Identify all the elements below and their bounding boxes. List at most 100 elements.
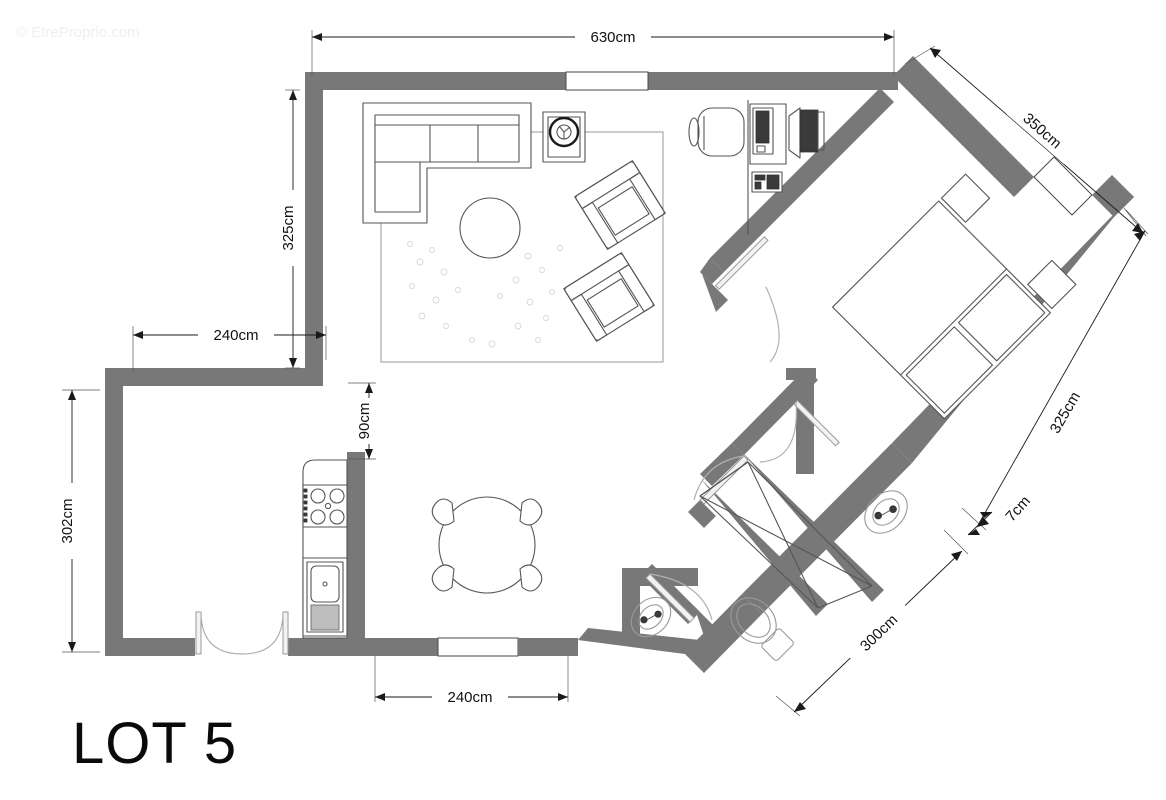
wall-south-right [518,638,578,656]
bathroom-inner-door-arc [693,455,745,501]
dimension-label-living-depth: 325cm [280,205,297,250]
wc-door-arc [649,573,713,621]
sink-frame [306,561,344,633]
wall-southeast-lower [742,443,912,614]
wc-basin-spout [646,614,657,621]
dining-chair-sw [431,564,455,592]
toilet-cistern [761,628,794,661]
armchair-upper-arm-l [581,201,619,250]
monitor-screen [799,109,819,153]
room-dining [431,496,543,594]
shower-x-1 [747,461,819,609]
armchair-upper-back [574,160,641,210]
sink-drain [322,581,328,587]
office-chair-armrest [688,117,700,147]
shower-edge-1 [699,461,749,497]
dimension-bottom-width: 240cm [374,656,569,708]
bed-pillow-left [905,326,993,414]
double-bed [832,200,1051,420]
watermark-text: © EtreProprio.com [16,24,140,41]
wall-bedroom-south [732,368,818,455]
wall-west-outer [105,368,123,656]
bathroom-door-arc [759,401,797,463]
toilet-seat [736,603,771,638]
tower-button [756,145,766,153]
armchair-upper-arm-r [629,172,666,221]
wc-basin-inner [638,604,664,630]
armchair-lower [563,252,655,342]
sink-drainboard [310,604,340,631]
monitor-stand [788,107,801,159]
wall-south-connector [578,628,700,656]
door-bathroom[interactable] [759,399,840,463]
wc-door-leaf[interactable] [645,573,695,623]
printer-tray [766,174,780,190]
monitor [788,107,825,159]
wall-east-corner [1110,193,1134,217]
armchair-upper-seat [597,186,650,236]
room-office-nook [688,100,825,235]
printer-slot [754,174,766,181]
entry-door-arc-right [241,611,284,655]
dimension-label-top-width: 630cm [590,29,635,46]
basin-inner [872,498,900,526]
bathroom-door-leaf[interactable] [793,399,840,447]
hob-burner-tr [329,488,345,504]
round-dining-table [438,496,536,594]
room-wc [630,596,794,661]
bedroom-door-arc [765,286,780,363]
wall-northeast-upper [893,56,1034,197]
dining-chair-se [519,564,543,592]
wall-kitchen-partition [347,452,365,638]
wall-southwest-stub [105,638,195,656]
room-living-room [362,102,666,363]
armchair-lower-seat [586,278,639,328]
dimension-kitchen-inset: 90cm [348,382,381,460]
door-bedroom[interactable] [714,236,780,363]
wall-north-left [305,72,566,90]
dimension-living-depth: 325cm [280,89,304,369]
armchair-upper [574,160,666,250]
basin-spout [880,509,892,516]
shower-tray [699,461,873,609]
bed-duvet-edge [900,268,1007,376]
wall-north-right [648,72,898,90]
wall-corridor-diagonal [700,443,744,486]
side-table [542,111,586,163]
printer-panel [754,181,762,190]
wash-basin-small [630,596,672,638]
sink-bowl [310,565,340,603]
dimension-se-short: 7cm [967,483,1041,536]
basin-tap-right [889,505,897,513]
area-rug-texture [407,241,563,348]
four-burner-hob [302,484,348,528]
basin-bowl [864,490,908,534]
entry-door-leaf-right[interactable] [282,611,289,655]
nightstand-right [940,173,991,223]
wc-basin-bowl [630,596,672,638]
office-chair [688,107,745,157]
table-lamp-arms [558,125,571,139]
shower-x-2 [699,495,873,587]
wash-basin [864,490,908,534]
window-bottom [437,637,519,657]
double-entry-door[interactable] [195,611,289,655]
sectional-sofa [362,102,532,224]
dimension-left-height: 302cm [59,389,100,653]
bedroom-door-leaf[interactable] [714,236,769,290]
hob-burner-tl [310,488,326,504]
wall-inner-diagonal-stub [702,274,728,312]
armchair-lower-arm-l [570,293,608,342]
wc-basin-tap-right [654,610,662,618]
hob-burner-br [329,509,345,525]
entry-door-leaf-left[interactable] [195,611,202,655]
door-wc[interactable] [645,573,713,623]
kitchen-sink [302,557,348,637]
wall-inner-diagonal-upper [710,88,894,272]
tower-front-panel [755,110,770,144]
computer-tower [752,107,774,155]
window-ne [1033,156,1093,216]
bed-pillow-right [957,273,1046,362]
armchair-lower-arm-r [618,264,655,313]
wall-south-diagonal [684,594,762,673]
